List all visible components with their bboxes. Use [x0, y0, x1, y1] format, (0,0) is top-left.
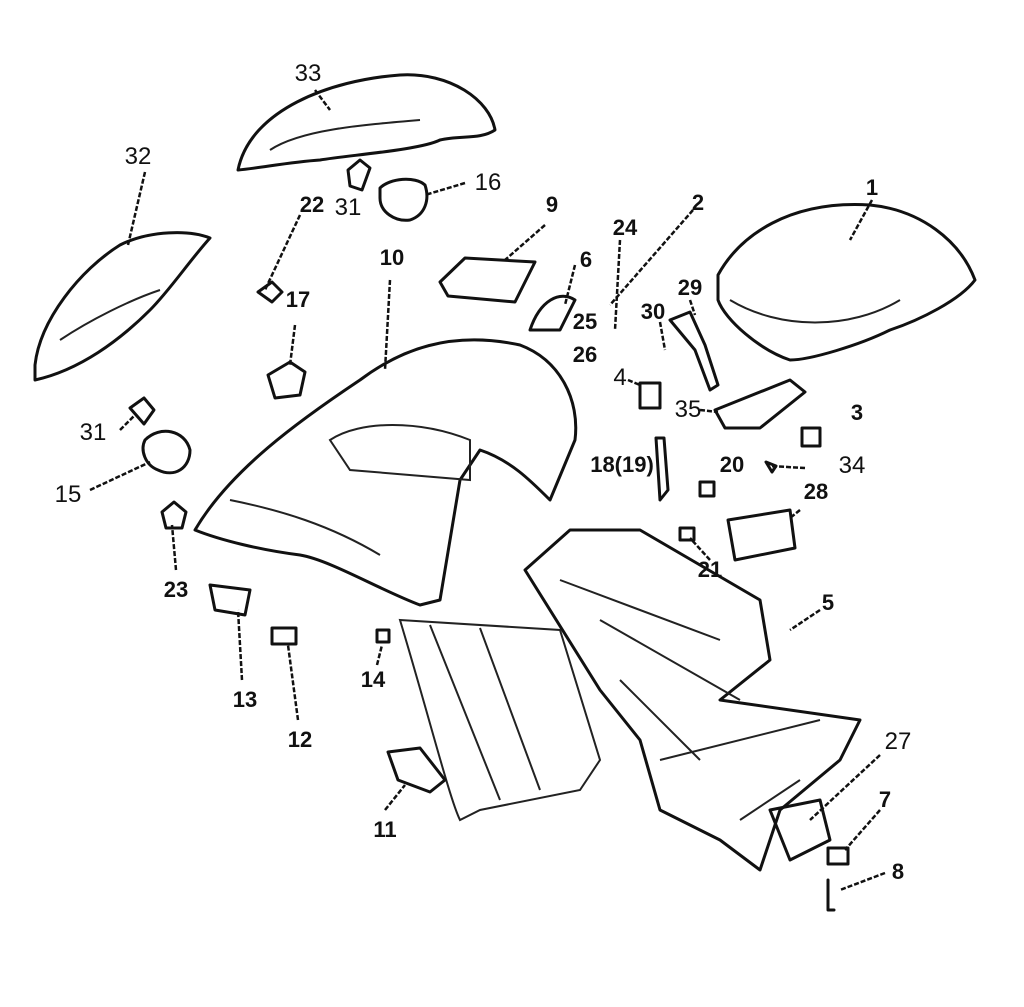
- part-35-bracket: [713, 378, 807, 430]
- part-29-bracket: [668, 310, 720, 392]
- part-31-bracket-lower: [128, 396, 156, 426]
- callout-6: 6: [579, 247, 593, 272]
- part-12-reflector: [270, 626, 298, 646]
- part-31-bracket: [346, 158, 372, 192]
- part-11-lower-fender: [398, 618, 602, 822]
- part-32-side-cover: [33, 231, 212, 382]
- part-10-body-panel: [193, 338, 578, 607]
- callout-8: 8: [891, 859, 905, 884]
- part-22-clip: [256, 280, 284, 304]
- leader-lines: [89, 89, 886, 892]
- callout-7: 7: [878, 787, 892, 812]
- callout-24: 24: [612, 215, 638, 240]
- callout-31: 31: [334, 194, 362, 221]
- callout-34: 34: [838, 452, 866, 479]
- callout-10: 10: [379, 245, 405, 270]
- part-18-19-rod: [654, 436, 670, 502]
- callout-26: 26: [572, 342, 598, 367]
- callout-14: 14: [360, 667, 386, 692]
- part-15-headlight: [141, 429, 192, 475]
- callout-27: 27: [884, 728, 912, 755]
- callout-2: 2: [691, 190, 705, 215]
- part-17-block: [266, 360, 307, 400]
- part-4-relay: [638, 381, 662, 410]
- part-27-plate: [768, 798, 832, 862]
- part-16-headlight: [378, 177, 429, 222]
- callout-3: 3: [850, 400, 864, 425]
- callout-18-19: 18(19): [590, 452, 654, 477]
- callout-31-lower: 31: [79, 419, 107, 446]
- callout-13: 13: [232, 687, 258, 712]
- callout-11: 11: [373, 817, 397, 842]
- callout-12: 12: [287, 727, 313, 752]
- callout-9: 9: [545, 192, 559, 217]
- callout-25: 25: [572, 309, 598, 334]
- part-20-clip: [698, 480, 716, 498]
- callout-4: 4: [613, 364, 627, 391]
- callout-17: 17: [285, 287, 311, 312]
- part-21-clip: [678, 526, 696, 542]
- callout-21: 21: [697, 557, 723, 582]
- callout-22: 22: [299, 192, 325, 217]
- part-7-nut: [826, 846, 850, 866]
- callout-32: 32: [124, 143, 152, 170]
- callout-16: 16: [474, 169, 502, 196]
- callout-20: 20: [719, 452, 745, 477]
- part-13-reflector: [208, 583, 252, 617]
- part-8-bolt: [826, 878, 836, 912]
- part-9-panel: [438, 256, 537, 304]
- part-frame: [523, 528, 862, 872]
- callout-15: 15: [54, 481, 82, 508]
- callout-23: 23: [163, 577, 189, 602]
- part-6-piece: [528, 294, 577, 332]
- callout-29: 29: [677, 275, 703, 300]
- part-3-clip: [800, 426, 822, 448]
- callout-33: 33: [294, 60, 322, 87]
- callout-30: 30: [640, 299, 666, 324]
- callout-5: 5: [821, 590, 835, 615]
- part-23-clip: [160, 500, 188, 530]
- part-34-screw: [764, 460, 778, 474]
- callout-1: 1: [865, 175, 879, 200]
- callout-28: 28: [803, 479, 829, 504]
- part-33-front-cover: [236, 73, 497, 172]
- part-14-clip: [375, 628, 391, 644]
- part-28-box: [726, 508, 797, 562]
- callout-35: 35: [674, 396, 702, 423]
- part-11-guard: [386, 746, 447, 794]
- part-1-seat: [716, 203, 977, 362]
